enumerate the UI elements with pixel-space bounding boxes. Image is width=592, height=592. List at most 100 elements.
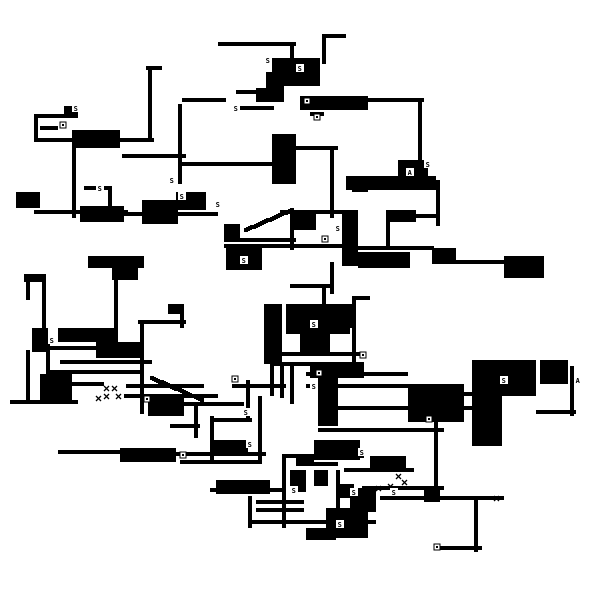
- corridor: [434, 420, 438, 496]
- trap-icon: [103, 385, 110, 392]
- room: [16, 192, 40, 208]
- stair-icon-text: S: [338, 521, 342, 529]
- corridor: [70, 382, 104, 386]
- corridor: [256, 500, 304, 504]
- room: [300, 326, 330, 352]
- corridor: [536, 410, 576, 414]
- trap-icon: [375, 485, 382, 492]
- stair-icon: S: [246, 440, 254, 449]
- corridor: [474, 500, 478, 552]
- corridor: [436, 180, 440, 226]
- door-icon: [315, 369, 323, 377]
- corridor: [306, 384, 408, 388]
- corridor: [180, 304, 184, 328]
- room: [72, 130, 120, 148]
- corridor: [108, 186, 112, 210]
- stair-icon-text: S: [74, 105, 78, 113]
- stair-icon: S: [334, 224, 342, 233]
- room: [296, 454, 314, 464]
- room: [504, 256, 544, 278]
- room: [336, 484, 354, 498]
- room: [224, 224, 240, 240]
- stair-icon: S: [358, 448, 366, 457]
- stair-icon-text: S: [312, 383, 316, 391]
- room: [88, 256, 144, 268]
- corridor: [246, 380, 250, 420]
- corridor: [122, 212, 154, 216]
- stair-icon-text: S: [170, 177, 174, 185]
- stair-icon-text: S: [502, 377, 506, 385]
- room: [58, 328, 116, 342]
- corridor: [34, 116, 38, 142]
- corridor: [330, 262, 334, 294]
- room: [142, 200, 178, 224]
- corridor: [264, 352, 364, 356]
- stair-icon-text: S: [336, 225, 340, 233]
- corridor: [40, 346, 122, 350]
- room: [112, 266, 138, 280]
- corridor: [46, 340, 50, 394]
- stair-icon-text: S: [98, 185, 102, 193]
- stair-icon-text: S: [292, 487, 296, 495]
- stair-icon: S: [232, 104, 240, 113]
- room: [472, 394, 502, 446]
- room: [432, 248, 456, 262]
- door-layer: [59, 97, 441, 551]
- trap-layer: [95, 385, 500, 528]
- stair-icon-text: S: [298, 65, 302, 73]
- altar-icon-text: A: [576, 377, 581, 385]
- stair-icon: S: [310, 382, 318, 391]
- corridor: [352, 296, 356, 376]
- corridor: [26, 274, 30, 300]
- altar-icon: A: [574, 376, 582, 385]
- corridor: [418, 98, 422, 184]
- trap-icon: [115, 393, 122, 400]
- room: [34, 114, 64, 118]
- corridor: [248, 520, 376, 524]
- corridor: [432, 260, 524, 264]
- stair-icon: S: [96, 184, 104, 193]
- stair-icon-text: S: [234, 105, 238, 113]
- corridor: [380, 496, 504, 500]
- stair-icon: S: [178, 192, 186, 201]
- corridor: [184, 402, 244, 406]
- stair-icon-text: S: [426, 161, 430, 169]
- stair-icon-text: S: [180, 193, 184, 201]
- stair-icon: S: [264, 56, 272, 65]
- corridor: [124, 394, 218, 398]
- stair-icon: S: [242, 408, 250, 417]
- room: [96, 342, 140, 358]
- room: [314, 440, 360, 460]
- corridor: [344, 468, 414, 472]
- room: [290, 210, 316, 230]
- corridor: [322, 34, 346, 38]
- corridor: [296, 462, 338, 466]
- stair-icon: S: [72, 104, 80, 113]
- room: [556, 360, 568, 370]
- corridor: [180, 460, 262, 464]
- stair-icon: S: [310, 320, 318, 329]
- door-icon: [59, 121, 67, 129]
- corridor: [72, 140, 76, 218]
- room: [386, 210, 416, 222]
- corridor: [318, 428, 444, 432]
- room: [272, 134, 296, 184]
- corridor: [358, 246, 434, 250]
- room: [80, 206, 124, 222]
- corridor: [224, 244, 354, 248]
- room: [338, 304, 354, 328]
- altar-icon: A: [406, 168, 414, 177]
- corridor: [386, 216, 390, 250]
- room: [408, 384, 464, 422]
- room: [318, 378, 338, 426]
- room: [214, 440, 248, 454]
- corridor: [26, 350, 30, 404]
- trap-icon: [103, 393, 110, 400]
- room: [40, 126, 58, 130]
- stair-icon: S: [240, 256, 248, 265]
- trap-icon: [349, 511, 356, 518]
- room: [168, 304, 182, 314]
- corridor: [42, 274, 46, 334]
- door-icon: [321, 235, 329, 243]
- stair-icon-text: S: [216, 201, 220, 209]
